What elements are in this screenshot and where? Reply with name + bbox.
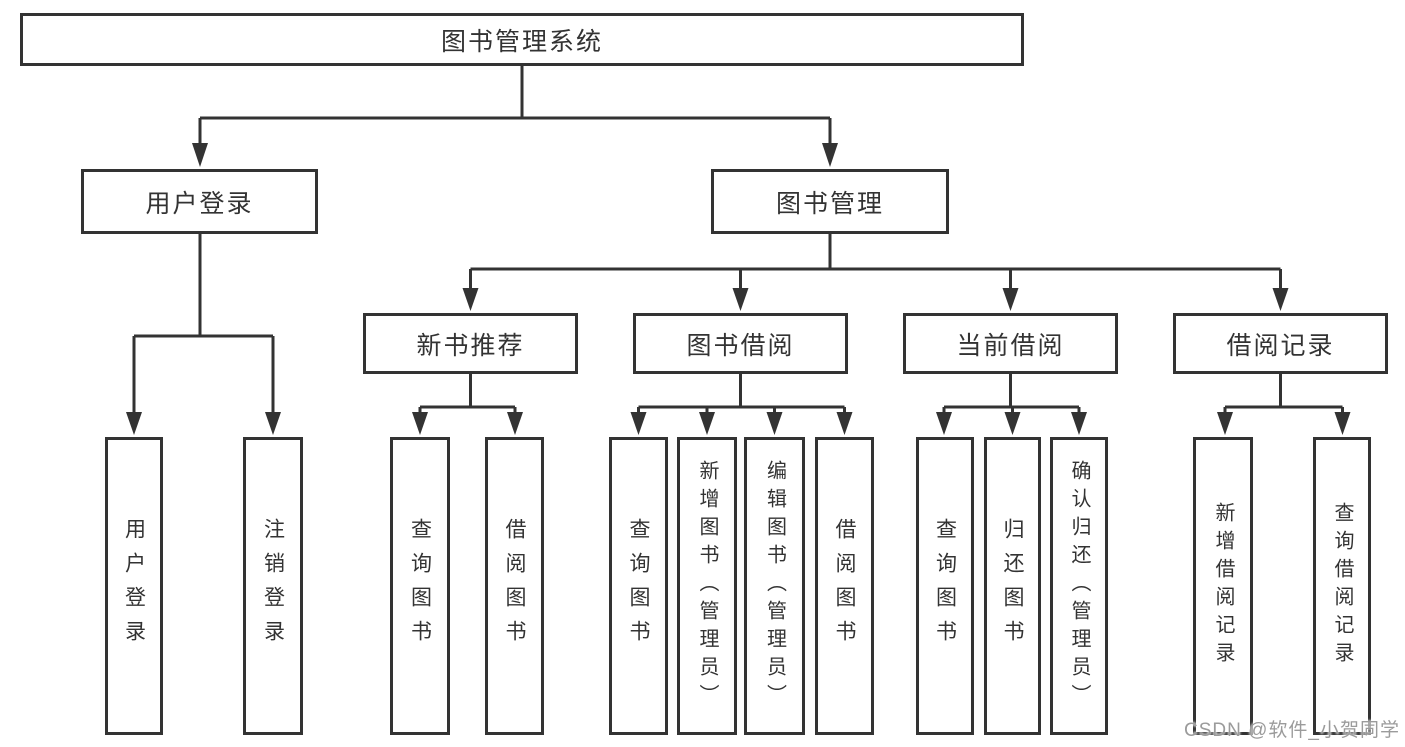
connector-new-book-group [418,374,517,414]
leaf-query-books-3: 查询图书 [916,437,974,735]
leaf-label: 用户登录 [122,518,146,654]
leaf-label: 编辑图书（管理员） [763,460,786,712]
leaf-user-login: 用户登录 [105,437,163,735]
node-current-borrowing: 当前借阅 [903,313,1118,374]
connector-book-management-to-level3 [469,234,1282,289]
leaf-borrow-books-2: 借阅图书 [815,437,874,735]
leaf-label: 新增借阅记录 [1212,502,1234,670]
leaf-label: 查询图书 [408,518,432,654]
arrowheads-borrowing-records-group [1217,412,1351,435]
leaf-label: 查询图书 [627,518,650,654]
leaf-label: 新增图书（管理员） [696,460,718,712]
node-label: 当前借阅 [956,331,1065,360]
node-label: 借阅记录 [1226,331,1335,360]
leaf-label: 查询借阅记录 [1331,502,1353,670]
leaf-add-borrow-record: 新增借阅记录 [1193,437,1253,735]
arrowheads-level3 [462,288,1289,311]
node-library-management-system: 图书管理系统 [20,13,1024,66]
connector-current-borrowing-group [942,374,1081,414]
node-label: 新书推荐 [416,331,525,360]
leaf-logout: 注销登录 [243,437,303,735]
leaf-label: 借阅图书 [503,518,526,654]
node-label: 图书借阅 [686,331,795,360]
leaf-confirm-return-admin: 确认归还（管理员） [1050,437,1108,735]
leaf-label: 查询图书 [933,518,957,654]
connector-user-login-group [132,234,275,413]
leaf-query-books-1: 查询图书 [390,437,450,735]
leaf-query-books-2: 查询图书 [609,437,668,735]
arrowheads-book-borrowing-group [630,412,853,435]
arrowheads-level2 [192,143,838,167]
connector-root-to-level2 [198,66,832,146]
connector-book-borrowing-group [637,374,846,414]
node-label: 用户登录 [145,189,254,218]
node-book-borrowing: 图书借阅 [633,313,848,374]
leaf-edit-book-admin: 编辑图书（管理员） [744,437,805,735]
node-new-book-recommendation: 新书推荐 [363,313,578,374]
leaf-return-book: 归还图书 [984,437,1041,735]
leaf-label: 确认归还（管理员） [1068,460,1090,712]
arrowheads-current-borrowing-group [936,412,1087,435]
node-book-management: 图书管理 [711,169,949,234]
node-label: 图书管理系统 [440,27,603,56]
node-label: 图书管理 [775,189,884,218]
leaf-query-borrow-record: 查询借阅记录 [1313,437,1371,735]
node-user-login: 用户登录 [81,169,318,234]
arrowheads-user-login-group [126,412,281,435]
connector-borrowing-records-group [1223,374,1344,414]
watermark-csdn: CSDN @软件_小贺同学 [1184,720,1400,741]
leaf-borrow-books-1: 借阅图书 [485,437,544,735]
leaf-add-book-admin: 新增图书（管理员） [677,437,737,735]
arrowheads-new-book-group [412,412,523,435]
node-borrowing-records: 借阅记录 [1173,313,1388,374]
leaf-label: 借阅图书 [833,518,856,654]
leaf-label: 注销登录 [261,518,285,654]
leaf-label: 归还图书 [1001,518,1024,654]
